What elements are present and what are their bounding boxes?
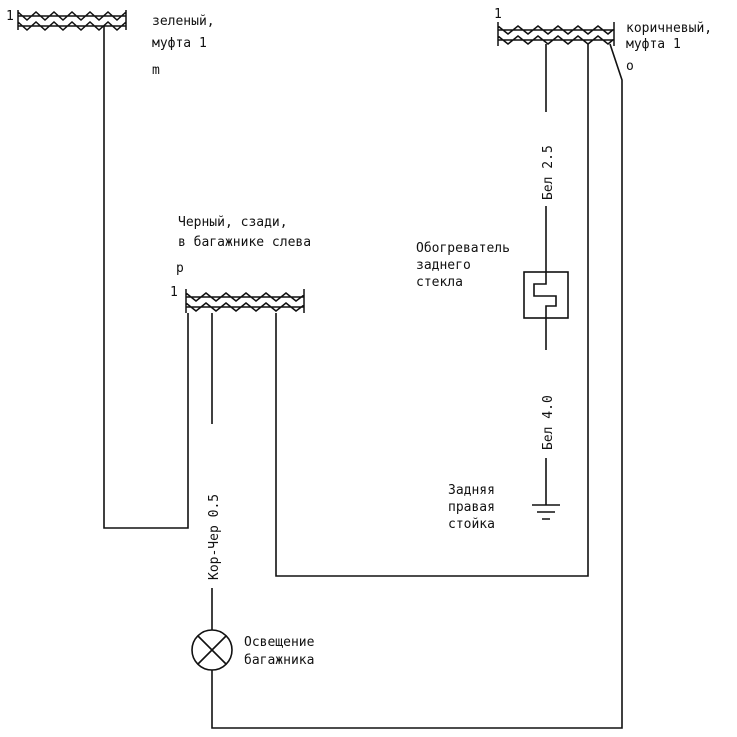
trunk-lamp: Освещение багажника — [191, 629, 322, 671]
connector-brown-pins — [497, 22, 615, 46]
wires — [103, 26, 623, 729]
connector-green-code: m — [152, 63, 160, 78]
connector-brown: 1 коричневый, муфта 1 o — [494, 7, 720, 74]
connector-black-pin-number: 1 — [170, 285, 178, 300]
connector-brown-pin-number: 1 — [494, 7, 502, 22]
connector-green-label: зеленый, муфта 1 — [152, 14, 222, 51]
ground-point: Задняя правая стойка — [448, 483, 560, 532]
wire-label-white-lower: Бел 4.0 — [541, 395, 556, 450]
connector-green: 1 зеленый, муфта 1 m — [6, 9, 222, 78]
lamp-label: Освещение багажника — [244, 635, 322, 668]
connector-black: 1 Черный, сзади, в багажнике слева p — [170, 215, 311, 313]
connector-brown-code: o — [626, 59, 634, 74]
rear-window-heater: Обогреватель заднего стекла — [416, 241, 569, 319]
wire-label-brown-black: Кор-Чер 0.5 — [207, 494, 222, 580]
wire-green-to-black — [103, 26, 189, 529]
wire-black-to-brown — [275, 44, 589, 577]
heater-label: Обогреватель заднего стекла — [416, 241, 518, 290]
connector-brown-label: коричневый, муфта 1 — [626, 21, 720, 52]
ground-label: Задняя правая стойка — [448, 483, 503, 532]
ground-icon — [532, 504, 560, 520]
wire-lamp-return — [211, 43, 623, 729]
heater-element-symbol — [533, 272, 557, 318]
wire-label-white-upper: Бел 2.5 — [541, 145, 556, 200]
lamp-icon — [191, 629, 233, 671]
connector-black-label: Черный, сзади, в багажнике слева — [178, 215, 311, 250]
lamp-cross — [197, 635, 227, 665]
connector-black-pins — [185, 289, 305, 313]
connector-green-pin-number: 1 — [6, 9, 14, 24]
connector-black-code: p — [176, 261, 184, 276]
connector-green-pins — [17, 10, 127, 32]
